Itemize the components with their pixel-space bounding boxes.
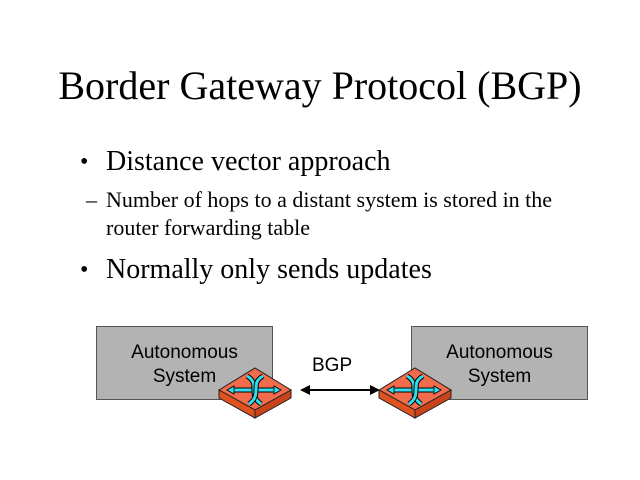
router-icon (378, 367, 452, 419)
bgp-link-label: BGP (312, 355, 353, 376)
slide-title: Border Gateway Protocol (BGP) (58, 63, 582, 108)
sub-bullet-text: Number of hops to a distant system is st… (106, 187, 553, 240)
bullet-dot: • (80, 149, 89, 175)
as-label-line2: System (467, 366, 532, 387)
double-arrow-icon (300, 385, 380, 395)
as-label-line2: System (152, 366, 217, 387)
bullet-item: • Distance vector approach (80, 146, 391, 178)
bullet-item: • Normally only sends updates (80, 254, 432, 286)
router-icon (218, 367, 292, 419)
bullet-text: Normally only sends updates (106, 254, 432, 285)
bullet-dot: • (80, 257, 89, 283)
bullet-text: Distance vector approach (106, 146, 391, 177)
sub-bullet-item: – Number of hops to a distant system is … (86, 186, 606, 242)
as-label-line1: Autonomous (446, 342, 553, 363)
as-label-line1: Autonomous (131, 342, 238, 363)
sub-bullet-dash: – (86, 187, 97, 212)
